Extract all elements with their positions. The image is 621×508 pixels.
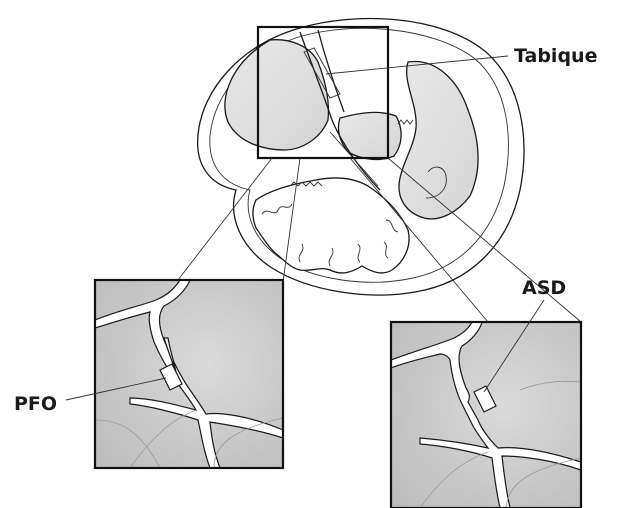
- asd-inset: [391, 322, 581, 508]
- left-atrium: [225, 40, 329, 150]
- pfo-inset-background: [95, 280, 283, 468]
- valve-stitches-2: [398, 120, 413, 124]
- pfo-label: PFO: [14, 393, 57, 415]
- pfo-inset: [95, 280, 283, 468]
- septum-label: Tabique: [514, 45, 597, 67]
- left-ventricle: [253, 178, 409, 273]
- right-ventricle: [399, 62, 478, 219]
- asd-label: ASD: [522, 277, 566, 299]
- heart-illustration: [198, 19, 524, 295]
